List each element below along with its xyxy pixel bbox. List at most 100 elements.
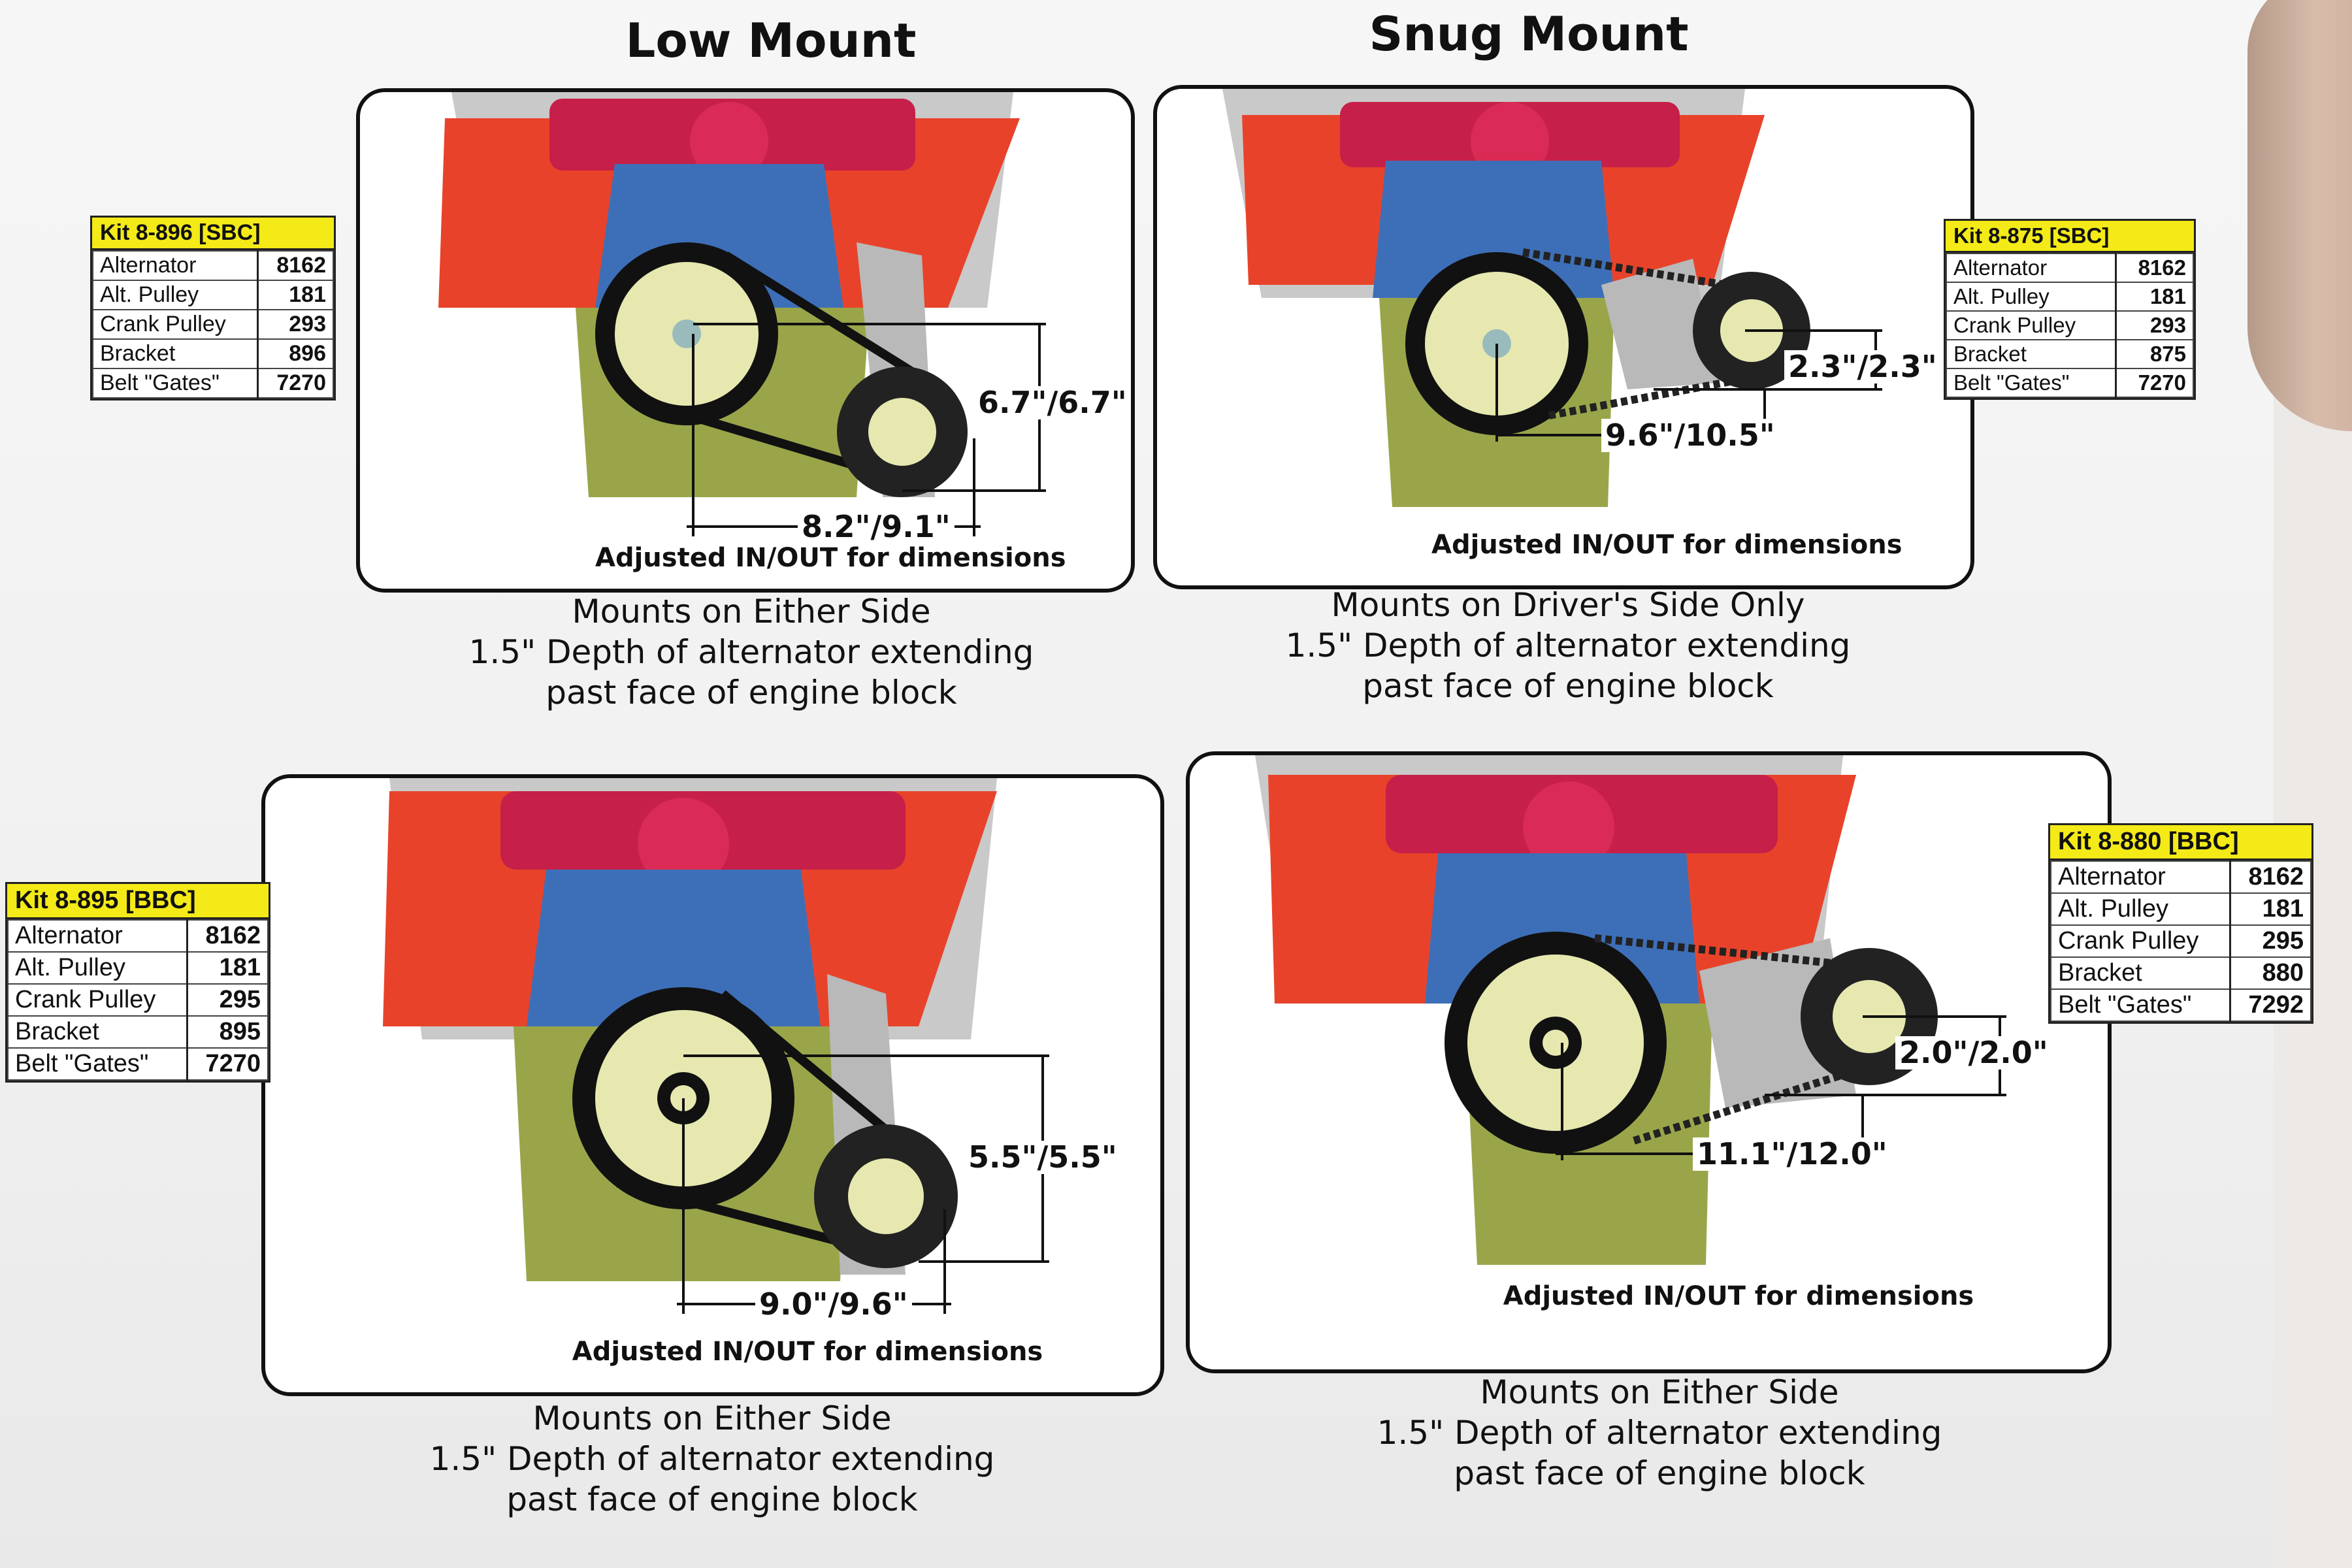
part-name: Alternator [2050,860,2231,894]
part-number: 895 [186,1015,269,1049]
table-row: Belt "Gates"7270 [7,1047,269,1081]
horizontal-dimension: 9.6"/10.5" [1601,419,1779,452]
part-name: Alt. Pulley [92,280,259,310]
caption-line-1: Mounts on Driver's Side Only [1331,586,1805,624]
hand-thumb [2247,0,2352,431]
caption-line-3: past face of engine block [506,1480,918,1518]
part-number: 7292 [2229,988,2311,1022]
part-number: 8162 [257,250,335,281]
vertical-dimension: 6.7"/6.7" [974,386,1131,419]
part-number: 896 [257,338,335,369]
part-name: Alt. Pulley [2050,892,2231,926]
engine-diagram-snug-bbc [1255,755,2006,1265]
kit-title: Kit 8-880 [BBC] [2050,825,2311,860]
part-number: 293 [257,309,335,340]
caption-line-1: Mounts on Either Side [532,1399,892,1437]
part-number: 7270 [257,368,335,399]
table-row: Belt "Gates"7270 [92,368,335,399]
caption-line-2: 1.5" Depth of alternator extending [468,633,1034,671]
part-number: 7270 [2114,368,2194,398]
part-number: 7270 [186,1047,269,1081]
part-name: Bracket [1945,339,2117,369]
distributor-cap [1523,781,1614,873]
diagram-panel-snug-sbc: 2.3"/2.3" 9.6"/10.5" Adjusted IN/OUT for… [1153,85,1974,589]
caption-snug-bbc: Mounts on Either Side 1.5" Depth of alte… [1274,1372,2045,1494]
part-name: Crank Pulley [92,309,259,340]
caption-line-1: Mounts on Either Side [1480,1373,1839,1411]
part-name: Crank Pulley [2050,924,2231,958]
part-number: 181 [2229,892,2311,926]
part-name: Bracket [92,338,259,369]
vertical-dimension: 5.5"/5.5" [964,1141,1121,1174]
part-name: Alt. Pulley [7,951,188,985]
caption-line-2: 1.5" Depth of alternator extending [429,1440,995,1478]
part-number: 8162 [2114,253,2194,283]
caption-line-2: 1.5" Depth of alternator extending [1377,1414,1942,1452]
caption-line-2: 1.5" Depth of alternator extending [1285,627,1851,664]
part-number: 181 [186,951,269,985]
drive-belt [1594,934,1884,1145]
part-name: Belt "Gates" [2050,988,2231,1022]
part-name: Bracket [7,1015,188,1049]
kit-title: Kit 8-895 [BBC] [7,884,269,919]
part-name: Bracket [2050,956,2231,990]
part-number: 181 [257,280,335,310]
part-number: 880 [2229,956,2311,990]
part-name: Alt. Pulley [1945,282,2117,312]
engine-diagram-snug-sbc [1222,89,1882,507]
part-number: 8162 [186,919,269,953]
snug-mount-title: Snug Mount [1369,7,1689,61]
part-number: 181 [2114,282,2194,312]
part-name: Belt "Gates" [92,368,259,399]
horizontal-dimension: 11.1"/12.0" [1693,1137,1891,1171]
caption-line-3: past face of engine block [546,674,957,711]
part-number: 295 [186,983,269,1017]
distributor-cap [690,102,768,180]
part-number: 295 [2229,924,2311,958]
kit-title: Kit 8-875 [SBC] [1946,221,2194,253]
caption-line-3: past face of engine block [1454,1454,1865,1492]
kit-title: Kit 8-896 [SBC] [92,218,334,250]
part-name: Alternator [92,250,259,281]
horizontal-dimension: 9.0"/9.6" [755,1288,912,1321]
part-name: Alternator [1945,253,2117,283]
part-number: 8162 [2229,860,2311,894]
low-mount-title: Low Mount [625,13,917,68]
part-name: Belt "Gates" [7,1047,188,1081]
part-name: Alternator [7,919,188,953]
caption-low-sbc: Mounts on Either Side 1.5" Depth of alte… [392,591,1111,713]
part-number: 293 [2114,310,2194,340]
diagram-panel-low-sbc: 6.7"/6.7" 8.2"/9.1" Adjusted IN/OUT for … [356,88,1135,593]
adjust-note: Adjusted IN/OUT for dimensions [1503,1281,1974,1311]
engine-diagram-low-sbc [438,92,1046,536]
table-row: Belt "Gates"7292 [2050,988,2311,1022]
caption-snug-sbc: Mounts on Driver's Side Only 1.5" Depth … [1209,585,1927,706]
part-name: Belt "Gates" [1945,368,2117,398]
horizontal-dimension: 8.2"/9.1" [798,510,955,544]
vertical-dimension: 2.0"/2.0" [1895,1036,2052,1070]
caption-low-bbc: Mounts on Either Side 1.5" Depth of alte… [327,1398,1098,1520]
adjust-note: Adjusted IN/OUT for dimensions [595,543,1066,573]
timing-cover [1373,161,1614,298]
adjust-note: Adjusted IN/OUT for dimensions [572,1337,1043,1367]
timing-cover [527,870,821,1026]
